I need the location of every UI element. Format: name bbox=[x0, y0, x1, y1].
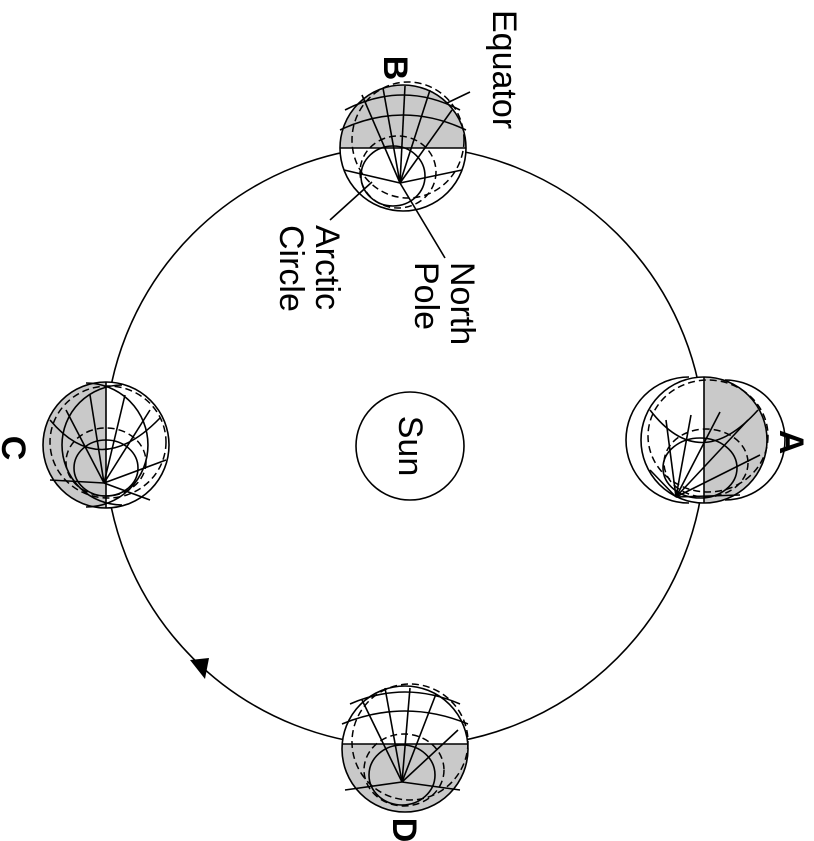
orbit-direction-arrow bbox=[190, 658, 209, 679]
north-pole-label-line1: North bbox=[443, 262, 481, 345]
arctic-circle-label-line2: Circle bbox=[272, 225, 310, 312]
earth-globe-d bbox=[341, 683, 469, 813]
position-label-d: D bbox=[385, 818, 423, 841]
position-label-a: A bbox=[772, 430, 810, 455]
arctic-circle-label-line1: Arctic bbox=[308, 225, 346, 310]
earth-globe-b bbox=[339, 81, 467, 212]
north-pole-label-line2: Pole bbox=[407, 262, 445, 330]
arctic-circle-leader-line bbox=[329, 181, 373, 221]
position-label-c: C bbox=[0, 436, 32, 461]
earth-globe-c bbox=[42, 381, 170, 509]
north-pole-leader-line bbox=[399, 182, 446, 259]
earth-globe-a bbox=[625, 376, 786, 504]
position-label-b: B bbox=[376, 56, 414, 81]
sun-label: Sun bbox=[391, 416, 429, 477]
equator-leader-line bbox=[446, 91, 471, 104]
equator-label: Equator bbox=[485, 10, 523, 129]
sun bbox=[355, 391, 465, 501]
